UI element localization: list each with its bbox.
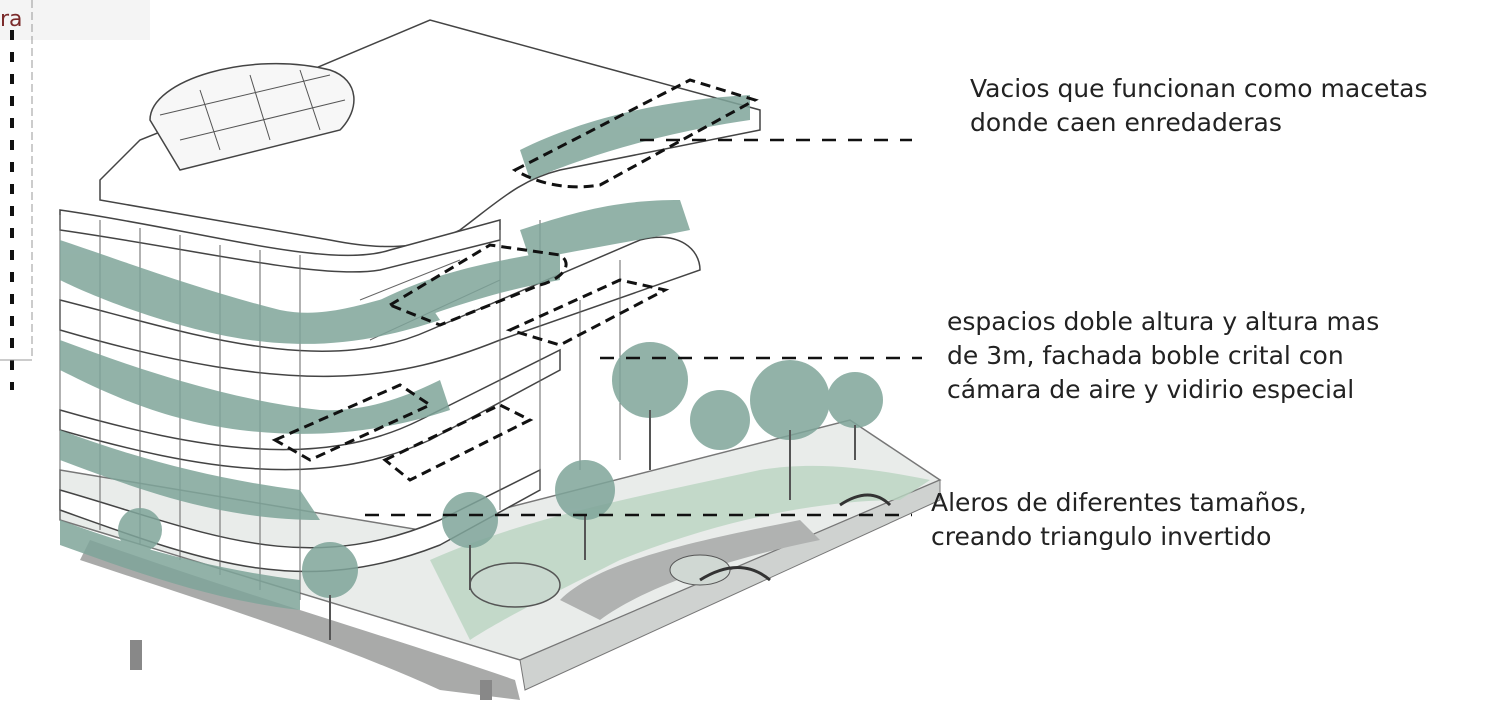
vegetation <box>60 95 883 610</box>
annotation-eaves: Aleros de diferentes tamaños, creando tr… <box>931 486 1307 554</box>
annotation-line: donde caen enredaderas <box>970 108 1282 137</box>
annotation-line: Vacios que funcionan como macetas <box>970 74 1428 103</box>
tree-trunks <box>329 410 856 640</box>
cropped-frame <box>0 0 150 390</box>
annotation-line: de 3m, fachada boble crital con <box>947 341 1344 370</box>
cropped-label-fragment: ra <box>0 7 23 32</box>
planter-highlights <box>271 78 759 482</box>
annotation-double-height: espacios doble altura y altura mas de 3m… <box>947 305 1379 407</box>
ground-plane <box>59 419 942 700</box>
annotation-line: cámara de aire y vidirio especial <box>947 375 1355 404</box>
annotation-planters: Vacios que funcionan como macetas donde … <box>970 72 1428 140</box>
annotation-line: Aleros de diferentes tamaños, <box>931 488 1307 517</box>
annotation-line: creando triangulo invertido <box>931 522 1272 551</box>
annotation-line: espacios doble altura y altura mas <box>947 307 1380 336</box>
building <box>59 19 761 600</box>
leader-lines <box>365 138 922 517</box>
